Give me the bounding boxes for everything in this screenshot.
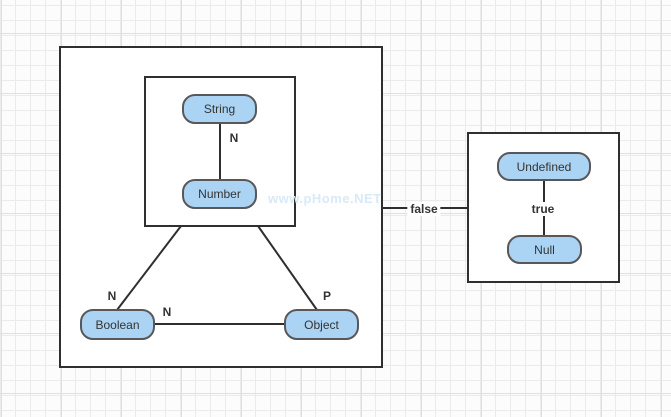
node-undefined-label: Undefined xyxy=(516,159,572,174)
edge-label-true[interactable]: true xyxy=(528,202,558,216)
edge-inner-object[interactable] xyxy=(257,225,318,311)
node-boolean[interactable]: Boolean xyxy=(80,309,155,340)
edge-label-inner-boolean[interactable]: N xyxy=(107,289,117,303)
watermark-text: www.pHome.NET xyxy=(268,191,382,206)
node-undefined[interactable]: Undefined xyxy=(497,152,591,181)
node-object[interactable]: Object xyxy=(284,309,359,340)
node-number[interactable]: Number xyxy=(182,179,257,209)
edge-inner-boolean[interactable] xyxy=(116,225,182,311)
edge-label-boolean-object[interactable]: N xyxy=(162,305,172,319)
edge-label-string-number[interactable]: N xyxy=(229,131,239,145)
node-string-label: String xyxy=(203,102,236,116)
edge-label-inner-object[interactable]: P xyxy=(322,289,332,303)
node-string[interactable]: String xyxy=(182,94,257,124)
node-boolean-label: Boolean xyxy=(95,317,140,332)
node-null[interactable]: Null xyxy=(507,235,582,264)
node-null-label: Null xyxy=(534,242,555,257)
node-object-label: Object xyxy=(304,317,339,332)
edge-label-false[interactable]: false xyxy=(407,202,441,216)
node-number-label: Number xyxy=(198,187,241,201)
